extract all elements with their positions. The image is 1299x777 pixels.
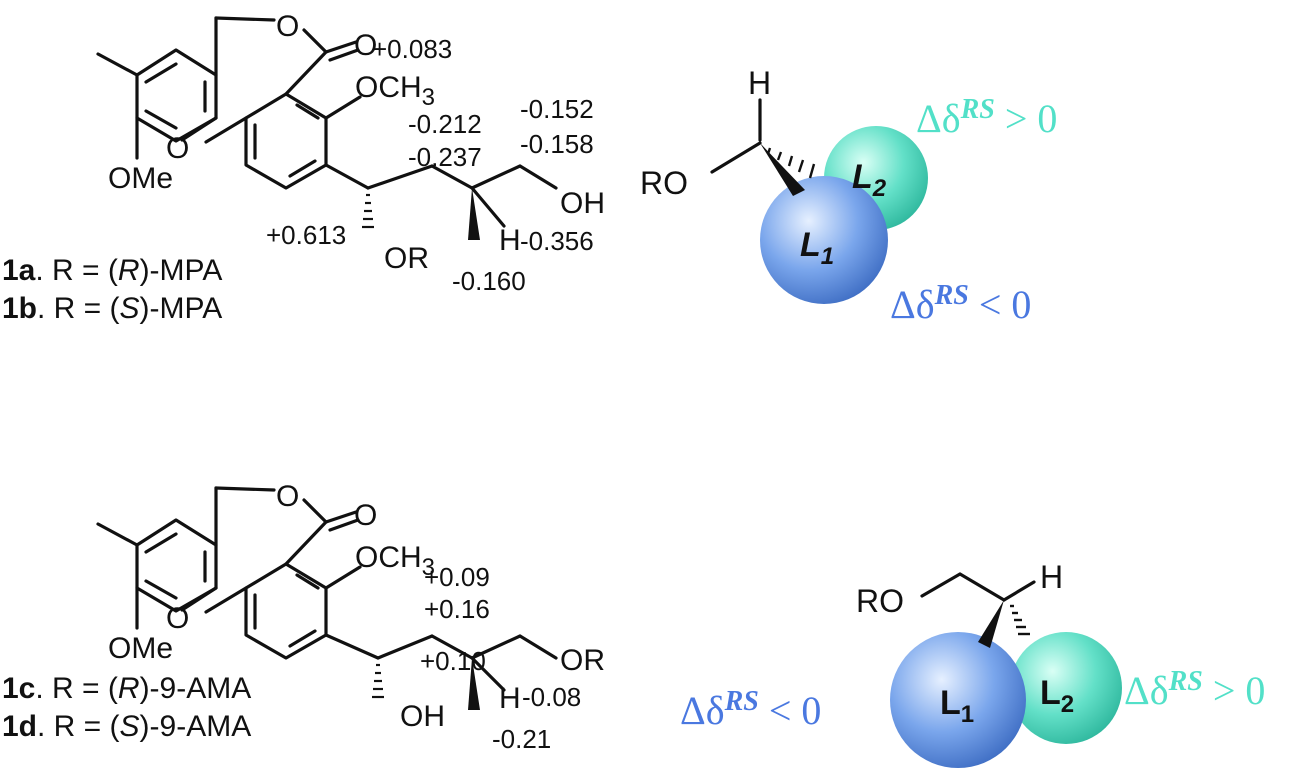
bottom-wedge-bond [468,658,480,710]
top-model-l2-label: L2 [852,158,887,202]
top-shift-aryl-h: +0.613 [266,220,346,250]
compound-caption-1b: 1b. R = (S)-MPA [2,292,222,325]
top-delta-negative: ΔδRS < 0 [890,280,1031,327]
top-shift-ch2oh-a: -0.152 [520,94,594,124]
top-or-label: OR [384,242,429,275]
compound-caption-1d: 1d. R = (S)-9-AMA [2,710,251,743]
bottom-delta-negative: ΔδRS < 0 [680,686,821,733]
bottom-delta-positive: ΔδRS > 0 [1124,666,1265,713]
bottom-shift-methyl: -0.21 [492,724,551,754]
bottom-carbonyl-oxygen: O [354,499,377,532]
bottom-model-wedge [978,600,1004,648]
bottom-ether-oxygen: O [166,602,189,635]
top-shift-methine-h: -0.356 [520,226,594,256]
bottom-h-label: H [499,682,521,715]
bottom-structure-bonds [96,486,558,660]
top-oh-label: OH [560,187,605,220]
bottom-l2-sphere [1010,632,1122,744]
bottom-shift-ch2-b: +0.16 [424,594,490,624]
top-l1-sphere [760,176,888,304]
bottom-ome-label: OMe [108,632,173,665]
compound-caption-1c: 1c. R = (R)-9-AMA [2,672,251,705]
bottom-shift-methine-h: -0.08 [522,682,581,712]
top-structure: O O O OMe OCH3 OR OH H +0.083 -0.212 -0.… [2,10,605,325]
bottom-structure: O O O OMe OCH3 OH OR H +0.09 +0.16 +0.10… [2,480,605,754]
top-carbonyl-oxygen: O [354,29,377,62]
top-model-ro: RO [640,165,688,201]
bottom-l1-sphere [890,632,1026,768]
compound-caption-1a: 1a. R = (R)-MPA [2,254,222,287]
bottom-shift-carbinol: +0.10 [420,646,486,676]
top-model-l1-label: L1 [800,226,834,270]
top-h-label: H [499,224,521,257]
top-delta-positive: ΔδRS > 0 [916,94,1057,141]
top-model-wedge [760,143,805,196]
bottom-oh-label: OH [400,700,445,733]
top-shift-ch2oh-b: -0.158 [520,129,594,159]
top-shift-ch2-b: -0.237 [408,142,482,172]
top-ether-oxygen: O [166,132,189,165]
top-och3-label: OCH3 [355,71,435,111]
bottom-model-l2-label: L2 [1040,674,1074,718]
bottom-model-ro: RO [856,583,904,619]
top-wedge-bond [468,188,480,240]
top-hashed-bond [362,193,374,229]
top-model: H RO L1 L2 ΔδRS > 0 ΔδRS < 0 [640,65,1057,327]
bottom-or-label: OR [560,644,605,677]
top-shift-ch2-a: -0.212 [408,109,482,139]
bottom-model: H RO L1 L2 ΔδRS < 0 ΔδRS > 0 [680,559,1265,768]
bottom-hashed-bond [372,663,384,699]
bottom-model-l1-label: L1 [940,684,974,728]
top-model-hash [766,147,816,179]
bottom-shift-ch2-a: +0.09 [424,562,490,592]
top-model-h: H [748,65,771,101]
top-lactone-oxygen: O [276,10,299,43]
bottom-model-hash [1010,604,1030,636]
top-shift-och3: +0.083 [372,34,452,64]
bottom-och3-label: OCH3 [355,541,435,581]
bottom-lactone-oxygen: O [276,480,299,513]
top-shift-methyl: -0.160 [452,266,526,296]
bottom-model-h: H [1040,559,1063,595]
top-structure-bonds [96,16,558,190]
top-ome-label: OMe [108,162,173,195]
